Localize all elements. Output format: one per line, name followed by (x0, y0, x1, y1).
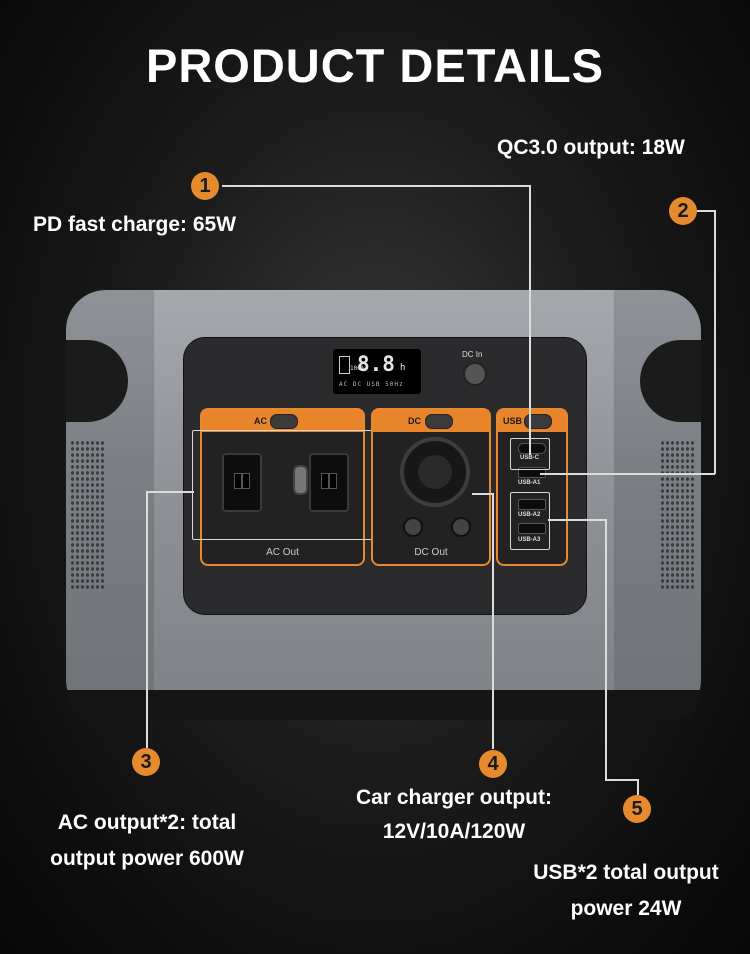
usb-c-label: USB-C (520, 455, 539, 461)
usb-output-label-1: USB*2 total output (533, 861, 719, 884)
dc-port-2 (451, 517, 471, 537)
callout-line-2v (714, 210, 716, 474)
callout-line-4 (472, 493, 493, 495)
usb-a-highlight (510, 492, 550, 550)
ac-highlight-frame (192, 430, 384, 540)
left-vent-grille (70, 440, 106, 590)
dc-header-label: DC (408, 416, 421, 426)
callout-line-2 (697, 210, 715, 212)
car-charger-label-2: 12V/10A/120W (382, 820, 526, 843)
dc-port-1 (403, 517, 423, 537)
badge-5: 5 (623, 795, 651, 823)
usb-a1-port (518, 467, 546, 478)
ac-output-label-2: output power 600W (50, 847, 244, 870)
car-charger-port (400, 437, 470, 507)
usb-output-label-2: power 24W (570, 897, 682, 920)
badge-2: 2 (669, 197, 697, 225)
dc-in-port (463, 362, 487, 386)
dc-header: DC (373, 410, 489, 432)
usb-c-port (518, 443, 546, 454)
dc-switch-button[interactable] (425, 414, 453, 429)
ac-outlet-1 (222, 453, 262, 512)
ac-output-label-1: AC output*2: total (57, 811, 237, 834)
ac-switch-button[interactable] (270, 414, 298, 429)
callout-line-2h (540, 473, 715, 475)
lcd-unit: h (400, 363, 406, 373)
lcd-status: AC DC USB 50Hz (339, 381, 404, 388)
ac-header-label: AC (254, 416, 267, 426)
qc-output-label: QC3.0 output: 18W (497, 136, 685, 159)
callout-line-1 (222, 185, 530, 187)
ac-header: AC (202, 410, 363, 432)
dc-out-label: DC Out (414, 547, 448, 558)
device-base (66, 690, 701, 720)
callout-line-5 (548, 519, 606, 521)
usb-a1-label: USB-A1 (518, 480, 541, 486)
right-handle (640, 340, 701, 422)
ac-out-label: AC Out (266, 547, 299, 558)
badge-3: 3 (132, 748, 160, 776)
usb-a3-port (518, 523, 546, 534)
callout-line-5d (637, 779, 639, 795)
callout-line-5h (605, 779, 637, 781)
callout-line-3 (146, 491, 194, 493)
dc-in-label: DC In (462, 350, 483, 359)
lcd-digits: 8.8 (357, 352, 395, 376)
usb-switch-button[interactable] (524, 414, 552, 429)
callout-line-4v (492, 493, 494, 749)
usb-a3-label: USB-A3 (518, 537, 541, 543)
lcd-display: 100% 8.8 h AC DC USB 50Hz (333, 349, 421, 394)
usb-section: USB (496, 408, 568, 566)
right-vent-grille (660, 440, 696, 590)
ac-outlet-2 (309, 453, 349, 512)
usb-a2-label: USB-A2 (518, 512, 541, 518)
car-charger-label-1: Car charger output: (355, 786, 552, 809)
callout-line-3v (146, 491, 148, 748)
page-title: PRODUCT DETAILS (145, 39, 604, 92)
battery-icon (339, 356, 350, 374)
usb-a2-port (518, 499, 546, 510)
lcd-percent: 100% (350, 365, 365, 372)
ground-screw (293, 465, 308, 495)
callout-line-5v (605, 519, 607, 780)
pd-charge-label: PD fast charge: 65W (33, 213, 237, 236)
usb-header-label: USB (503, 416, 523, 426)
callout-line-1v (529, 185, 531, 455)
badge-4: 4 (479, 750, 507, 778)
usb-header: USB (498, 410, 566, 432)
badge-1: 1 (191, 172, 219, 200)
